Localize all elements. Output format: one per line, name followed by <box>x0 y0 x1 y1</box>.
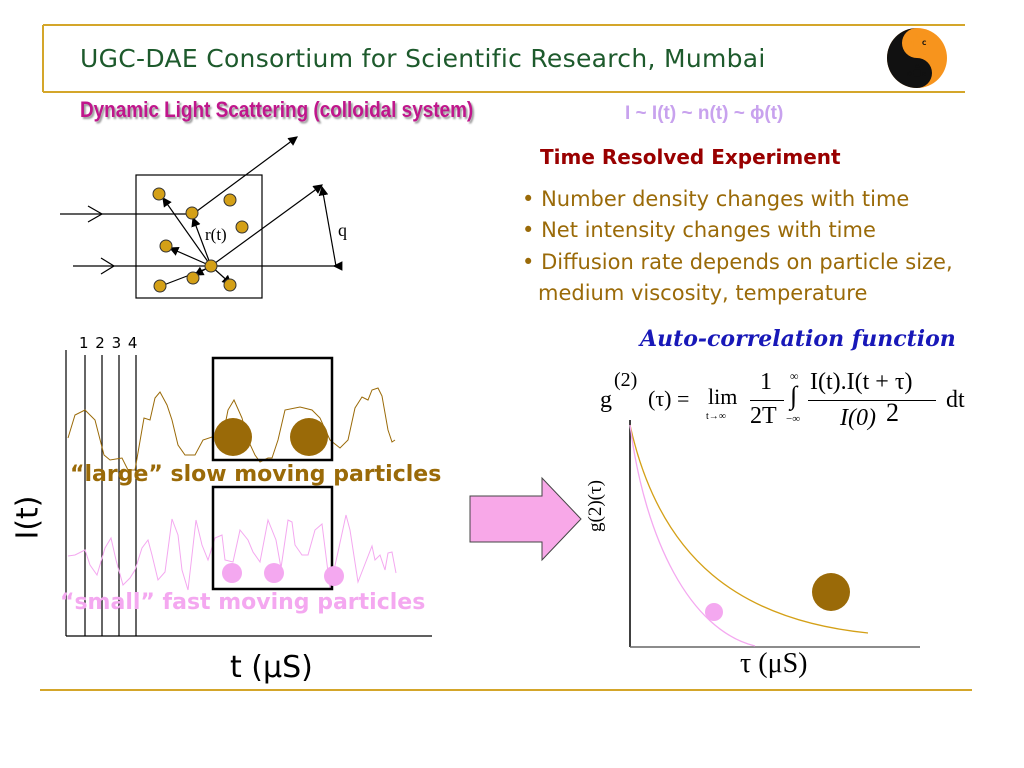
large-particles <box>214 418 328 456</box>
bullet-text: Number density changes with time <box>541 187 910 211</box>
particles <box>152 187 249 293</box>
small-particles-label: “small” fast moving particles <box>60 590 426 615</box>
r-label: r(t) <box>205 225 227 244</box>
formula-lim: lim <box>708 384 738 409</box>
acf-axes <box>629 420 920 648</box>
q-label: q <box>338 220 347 240</box>
svg-text:D: D <box>907 71 912 78</box>
section-heading: Time Resolved Experiment <box>540 145 841 169</box>
formula-frac2-den: I(0) <box>840 405 876 431</box>
svg-text:C: C <box>922 40 927 47</box>
scattering-diagram <box>60 136 343 299</box>
formula-frac2-bar <box>808 400 936 401</box>
observation-windows <box>211 356 334 591</box>
slide-header-title: UGC-DAE Consortium for Scientific Resear… <box>80 44 766 73</box>
svg-text:A: A <box>915 63 920 70</box>
formula-frac1-den: 2T <box>750 403 777 429</box>
bullet-item: • Diffusion rate depends on particle siz… <box>522 250 953 274</box>
svg-text:E: E <box>922 71 926 78</box>
transform-arrow-icon <box>469 476 582 562</box>
bullet-text: Diffusion rate depends on particle size, <box>541 250 953 274</box>
formula-sup: (2) <box>614 369 638 391</box>
large-particle-acf-curve <box>629 424 869 634</box>
acf-y-axis-label: g(2)(τ) <box>584 480 606 532</box>
formula-frac1-num: 1 <box>760 369 772 395</box>
svg-text:G: G <box>915 33 920 40</box>
formula-frac2-num: I(t).I(t + τ) <box>810 369 913 395</box>
acf-x-axis-label: τ (μS) <box>740 648 808 679</box>
integral-sign: ∫ <box>790 381 798 410</box>
formula-arg: (τ) = <box>648 386 690 411</box>
formula-frac1-bar <box>750 400 784 401</box>
formula-frac2-den-sup: 2 <box>886 398 899 427</box>
header-frame <box>42 24 965 93</box>
large-particle-marker <box>812 573 850 611</box>
ugc-dae-logo: G U C A D E <box>887 28 947 88</box>
bullet-item: • Net intensity changes with time <box>522 218 876 242</box>
bullet-text: Net intensity changes with time <box>541 218 876 242</box>
formula-lim-sub: t→∞ <box>706 411 726 422</box>
intensity-relation: I ~ I(t) ~ n(t) ~ ϕ(t) <box>625 103 784 124</box>
small-particle-acf-curve <box>629 424 756 647</box>
svg-text:U: U <box>907 40 912 47</box>
formula-int-lower: −∞ <box>786 413 801 425</box>
time-axis-label: t (μS) <box>230 650 313 685</box>
small-particles <box>222 563 344 586</box>
intensity-axis-label: I(t) <box>10 495 46 540</box>
bullet-item: • Number density changes with time <box>522 187 910 211</box>
acf-formula: g (2) (τ) = lim t→∞ 1 2T ∞ ∫ −∞ I(t).I(t… <box>600 370 1000 434</box>
formula-dt: dt <box>946 387 965 413</box>
signal-axes <box>65 350 432 637</box>
small-particle-signal <box>67 514 397 591</box>
large-particle-signal <box>67 387 396 471</box>
channel-numbers: 1 2 3 4 <box>79 334 139 352</box>
formula-g: g <box>600 387 612 413</box>
bullet-continuation: medium viscosity, temperature <box>538 281 868 305</box>
acf-heading: Auto-correlation function <box>640 326 956 352</box>
large-particles-label: “large” slow moving particles <box>70 462 442 487</box>
slide-subtitle: Dynamic Light Scattering (colloidal syst… <box>80 97 474 122</box>
small-particle-marker <box>705 603 723 621</box>
formula-int-upper: ∞ <box>790 369 799 383</box>
